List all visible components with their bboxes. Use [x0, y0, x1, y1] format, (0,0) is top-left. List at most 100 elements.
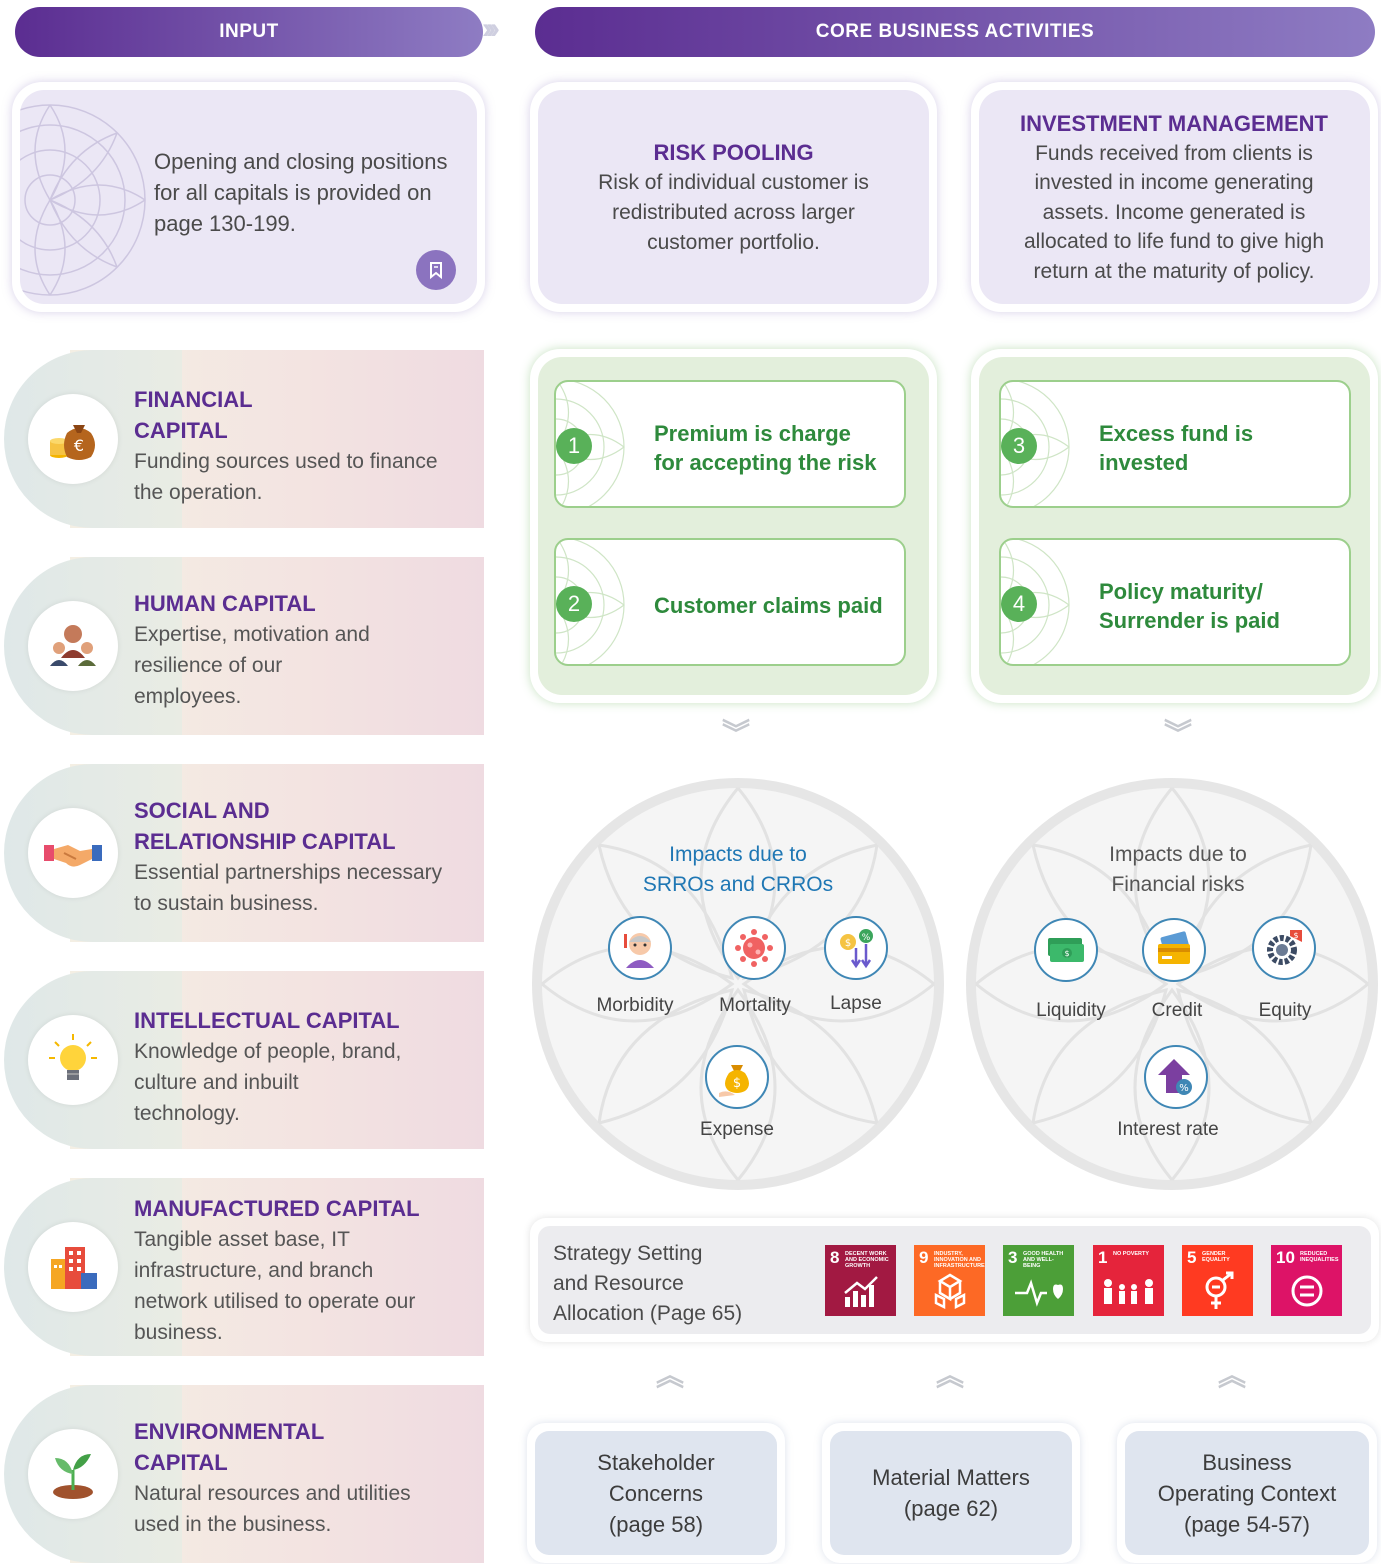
step-4-line1: Policy maturity/ — [1099, 579, 1263, 604]
liquidity-label: Liquidity — [1036, 1000, 1106, 1021]
capital-environmental-title-1: ENVIRONMENTAL — [134, 1419, 325, 1444]
capital-human-desc: Expertise, motivation and resilience of … — [134, 623, 370, 708]
capital-environmental-desc: Natural resources and utilities used in … — [134, 1482, 411, 1536]
material-matters-box: Material Matters (page 62) — [822, 1423, 1080, 1563]
step-number-1: 1 — [556, 428, 592, 464]
capitals-note-box: Opening and closing positions for all ca… — [12, 82, 485, 312]
mortality-label: Mortality — [719, 995, 791, 1016]
strategy-line-3: Allocation (Page 65) — [553, 1302, 743, 1325]
sdg-1-name: NO POVERTY — [1113, 1251, 1150, 1257]
step-3-line1: Excess fund is — [1099, 421, 1254, 446]
buildings-icon — [28, 1222, 118, 1312]
expense-icon: $ — [705, 1045, 769, 1109]
business-line-1: Business — [1202, 1449, 1292, 1475]
step-4-line2: Surrender is paid — [1099, 608, 1280, 633]
sdg-1-number: 1 — [1098, 1248, 1108, 1267]
capital-human: HUMAN CAPITAL Expertise, motivation and … — [0, 557, 484, 735]
step-number-4: 4 — [1001, 586, 1037, 622]
impacts-srro-circle — [532, 778, 944, 1190]
step-card-4: 4 Policy maturity/ Surrender is paid — [999, 538, 1351, 666]
equity-label: Equity — [1258, 1000, 1312, 1021]
step-1-line2: for accepting the risk — [654, 450, 877, 475]
capital-human-title: HUMAN CAPITAL — [134, 591, 316, 616]
business-context-box: Business Operating Context (page 54-57) — [1117, 1423, 1377, 1563]
growth-chart-icon — [844, 1276, 878, 1307]
plant-icon — [28, 1429, 118, 1519]
step-number-2: 2 — [556, 586, 592, 622]
input-header: INPUT — [15, 7, 483, 57]
interest-rate-label: Interest rate — [1117, 1119, 1219, 1140]
impacts-financial-circle — [966, 778, 1378, 1190]
chevron-up-icon: ︽ — [1217, 1360, 1246, 1391]
mortality-icon — [722, 916, 786, 980]
sdg-5-name: GENDER EQUALITY — [1202, 1251, 1230, 1263]
expense-label: Expense — [700, 1119, 774, 1140]
mandala-decoration-icon — [20, 104, 146, 296]
gender-symbol-icon — [1205, 1271, 1234, 1309]
money-bag-icon: € — [28, 394, 118, 484]
lapse-label: Lapse — [830, 993, 882, 1014]
morbidity-icon — [608, 916, 672, 980]
capital-financial-title-2: CAPITAL — [134, 418, 228, 443]
investment-management-text: Funds received from clients is invested … — [1023, 141, 1325, 283]
capital-social: SOCIAL AND RELATIONSHIP CAPITAL Essentia… — [0, 764, 484, 942]
sdg-9-tile: 9 INDUSTRY, INNOVATION AND INFRASTRUCTUR… — [914, 1245, 985, 1316]
equity-icon: $ — [1252, 916, 1316, 980]
svg-text:$: $ — [733, 1076, 741, 1091]
stakeholder-line-3: (page 58) — [608, 1511, 704, 1537]
core-activities-header: CORE BUSINESS ACTIVITIES — [535, 7, 1375, 57]
chevron-up-icon: ︽ — [655, 1360, 684, 1391]
sdg-5-tile: 5 GENDER EQUALITY — [1182, 1245, 1253, 1316]
capital-manufactured-desc: Tangible asset base, IT infrastructure, … — [134, 1228, 416, 1344]
step-3-line2: invested — [1099, 450, 1189, 475]
sdg-10-tile: 10 REDUCED INEQUALITIES — [1271, 1245, 1342, 1316]
sdg-10-name: REDUCED INEQUALITIES — [1300, 1251, 1339, 1263]
lapse-icon: $% — [824, 916, 888, 980]
impacts-left-title-2: SRROs and CRROs — [642, 873, 834, 896]
sdg-3-number: 3 — [1008, 1248, 1018, 1267]
capital-environmental: ENVIRONMENTAL CAPITAL Natural resources … — [0, 1385, 484, 1563]
step-card-2: 2 Customer claims paid — [554, 538, 906, 666]
business-line-3: (page 54-57) — [1184, 1511, 1310, 1537]
capital-social-title-2: RELATIONSHIP CAPITAL — [134, 829, 396, 854]
interest-rate-icon: % — [1144, 1045, 1208, 1109]
capital-social-desc: Essential partnerships necessary to sust… — [134, 861, 443, 915]
sdg-1-tile: 1 NO POVERTY — [1093, 1245, 1164, 1316]
morbidity-label: Morbidity — [596, 995, 674, 1016]
capital-intellectual-title: INTELLECTUAL CAPITAL — [134, 1008, 400, 1033]
capital-manufactured: MANUFACTURED CAPITAL Tangible asset base… — [0, 1178, 484, 1356]
capital-intellectual: INTELLECTUAL CAPITAL Knowledge of people… — [0, 971, 484, 1149]
material-line-1: Material Matters — [872, 1465, 1030, 1490]
sdg-3-tile: 3 GOOD HEALTH AND WELL-BEING — [1003, 1245, 1074, 1316]
strategy-line-2: and Resource — [553, 1272, 684, 1295]
equals-circle-icon — [1291, 1275, 1323, 1307]
investment-management-box: INVESTMENT MANAGEMENT Funds received fro… — [971, 82, 1378, 312]
stakeholder-concerns-box: Stakeholder Concerns (page 58) — [527, 1423, 785, 1563]
sdg-9-name: INDUSTRY, INNOVATION AND INFRASTRUCTURE — [934, 1251, 985, 1269]
sdg-3-name: GOOD HEALTH AND WELL-BEING — [1023, 1251, 1064, 1269]
input-header-label: INPUT — [219, 21, 279, 42]
cubes-icon — [934, 1273, 966, 1309]
stakeholder-line-1: Stakeholder — [597, 1449, 715, 1475]
svg-text:$: $ — [1064, 949, 1069, 958]
sdg-5-number: 5 — [1187, 1248, 1197, 1267]
credit-label: Credit — [1151, 1000, 1203, 1021]
chevron-up-icon: ︽ — [935, 1360, 964, 1391]
step-number-3: 3 — [1001, 428, 1037, 464]
step-card-1: 1 Premium is charge for accepting the ri… — [554, 380, 906, 508]
step-1-line1: Premium is charge — [654, 421, 851, 446]
people-icon — [28, 601, 118, 691]
svg-text:€: € — [74, 436, 84, 455]
heartbeat-icon — [1015, 1279, 1063, 1307]
capital-financial-title-1: FINANCIAL — [134, 387, 253, 412]
lightbulb-icon — [28, 1015, 118, 1105]
impacts-left-title-1: Impacts due to — [669, 843, 807, 866]
chevron-down-icon: ︾ — [721, 718, 750, 749]
investment-management-title: INVESTMENT MANAGEMENT — [1020, 111, 1328, 136]
svg-text:%: % — [1179, 1083, 1189, 1094]
business-line-2: Operating Context — [1157, 1480, 1337, 1506]
capital-environmental-title-2: CAPITAL — [134, 1450, 228, 1475]
chevron-down-icon: ︾ — [1163, 718, 1192, 749]
sdg-8-name: DECENT WORK AND ECONOMIC GROWTH — [845, 1251, 889, 1269]
bookmark-icon[interactable] — [416, 250, 456, 290]
